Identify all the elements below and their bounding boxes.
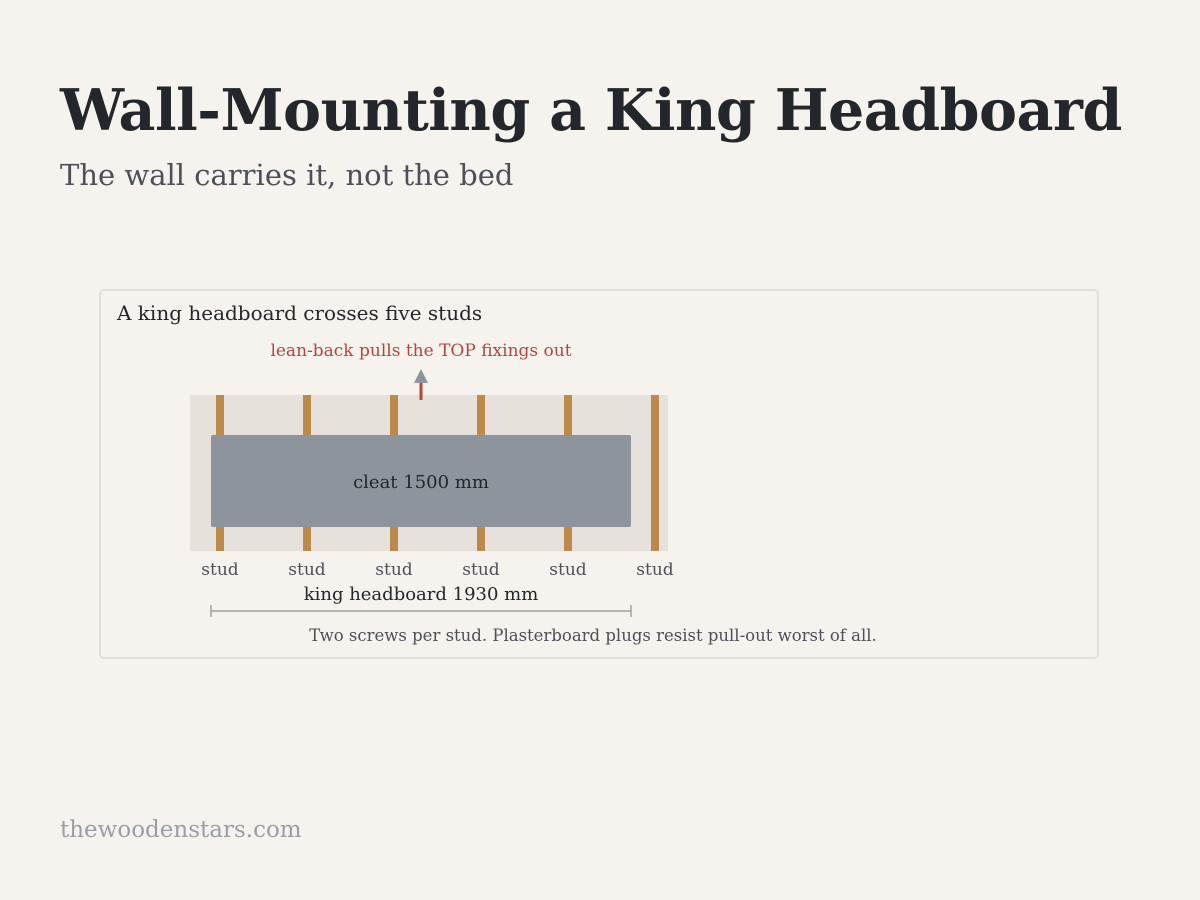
headboard-label: king headboard 1930 mm [304,584,539,605]
stud-label: stud [201,560,239,580]
page-title: Wall-Mounting a King Headboard [60,77,1122,144]
cleat [211,435,631,527]
stud-label: stud [462,560,500,580]
figure-caption: A king headboard crosses five studs [116,301,482,325]
stud-label: stud [636,560,674,580]
site-credit: thewoodenstars.com [60,817,302,843]
page-subtitle: The wall carries it, not the bed [60,158,514,192]
stud-diagram: A king headboard crosses five studs lean… [116,301,877,645]
stud-labels: stud stud stud stud stud stud [201,560,674,580]
stud-label: stud [549,560,587,580]
stud-label: stud [288,560,326,580]
figure-card: A king headboard crosses five studs lean… [99,289,1099,659]
stud-label: stud [375,560,413,580]
force-label: lean-back pulls the TOP fixings out [270,341,571,361]
stud-bar [651,395,659,551]
fixing-note: Two screws per stud. Plasterboard plugs … [309,626,877,645]
force-arrowhead [414,369,428,383]
cleat-label: cleat 1500 mm [353,472,489,493]
